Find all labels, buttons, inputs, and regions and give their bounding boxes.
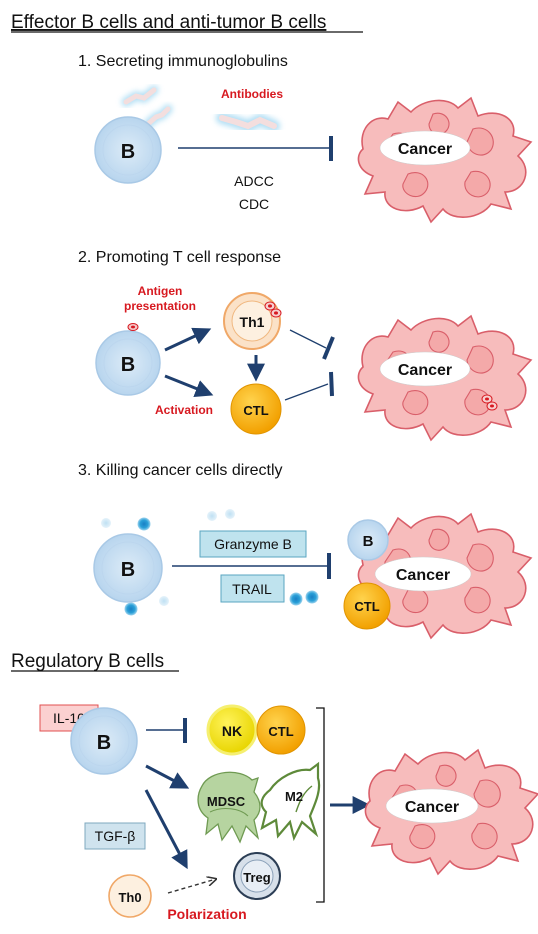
b-cell-3: B — [93, 533, 163, 603]
inhibition-bar-ctl — [329, 371, 334, 397]
b-cell: B — [94, 116, 162, 184]
m2-cell: M2 — [260, 761, 321, 842]
arrow-b-to-th1 — [164, 327, 212, 352]
part2-heading: 2. Promoting T cell response — [78, 249, 281, 266]
th1-label: Th1 — [240, 314, 265, 330]
nk-label: NK — [222, 723, 242, 739]
ctl-cell: CTL — [230, 383, 282, 435]
antibodies-label: Antibodies — [221, 87, 283, 101]
cancer-tumor-3: Cancer — [357, 513, 532, 639]
polarization-label: Polarization — [167, 906, 246, 922]
ctl-label-3: CTL — [354, 599, 379, 614]
inhibition-bar-th1 — [322, 336, 335, 360]
trail-label: TRAIL — [232, 581, 272, 597]
antibody-icon — [216, 112, 280, 133]
cancer-label: Cancer — [398, 141, 452, 158]
ctl-cell-3: CTL — [343, 582, 391, 630]
b-cell-label-3: B — [121, 559, 135, 581]
nk-cell: NK — [206, 704, 258, 756]
section-title-effector: Effector B cells and anti-tumor B cells — [11, 12, 326, 33]
th1-cell: Th1 — [223, 292, 282, 350]
b-cell-reg-label: B — [97, 732, 111, 754]
tgfb-label: TGF-β — [95, 828, 136, 844]
mdsc-cell: MDSC — [197, 771, 261, 844]
trail-box — [220, 574, 285, 603]
b-cell-small: B — [347, 519, 389, 561]
m2-label: M2 — [285, 789, 303, 804]
b-cell-label: B — [121, 141, 135, 163]
ctl-cell-reg: CTL — [256, 705, 306, 755]
cancer-tumor: Cancer — [357, 97, 532, 223]
antigen-label-line2: presentation — [124, 299, 196, 313]
part1-heading: 1. Secreting immunoglobulins — [78, 53, 288, 70]
b-cell-2: B — [95, 323, 161, 396]
grouping-bracket — [316, 707, 325, 903]
inhibition-line-ctl — [284, 383, 329, 401]
arrow-th0-to-treg — [167, 879, 216, 894]
granzyme-box — [199, 530, 307, 558]
cancer-label-4: Cancer — [405, 799, 459, 816]
granule-dots — [101, 509, 319, 616]
cdc-label: CDC — [239, 196, 269, 212]
antigen-label-line1: Antigen — [138, 284, 183, 298]
mdsc-label: MDSC — [207, 794, 246, 809]
cancer-label-2: Cancer — [398, 362, 452, 379]
treg-label: Treg — [243, 870, 271, 885]
cancer-tumor-2: Cancer — [357, 315, 532, 441]
section-title-regulatory: Regulatory B cells — [11, 651, 164, 672]
ctl-reg-label: CTL — [268, 724, 293, 739]
th0-label: Th0 — [118, 890, 141, 905]
antibody-small-icons — [121, 85, 173, 129]
granzyme-label: Granzyme B — [214, 536, 292, 552]
b-cell-regulatory: B — [70, 707, 138, 775]
cancer-label-3: Cancer — [396, 567, 450, 584]
inhibition-line-th1 — [289, 329, 327, 349]
arrow-b-to-mdsc — [145, 764, 190, 789]
part3-heading: 3. Killing cancer cells directly — [78, 462, 283, 479]
arrow-b-to-ctl — [164, 374, 214, 398]
arrow-b-to-treg — [144, 789, 188, 870]
tgfb-box — [84, 822, 146, 850]
b-cell-label-2: B — [121, 354, 135, 376]
th0-cell: Th0 — [108, 874, 152, 918]
b-cell-small-label: B — [363, 533, 374, 550]
ctl-label: CTL — [243, 403, 268, 418]
treg-cell: Treg — [233, 852, 281, 900]
activation-label: Activation — [155, 403, 213, 417]
adcc-label: ADCC — [234, 173, 274, 189]
antigen-particles-icon — [481, 394, 498, 411]
cancer-tumor-4: Cancer — [364, 749, 538, 875]
